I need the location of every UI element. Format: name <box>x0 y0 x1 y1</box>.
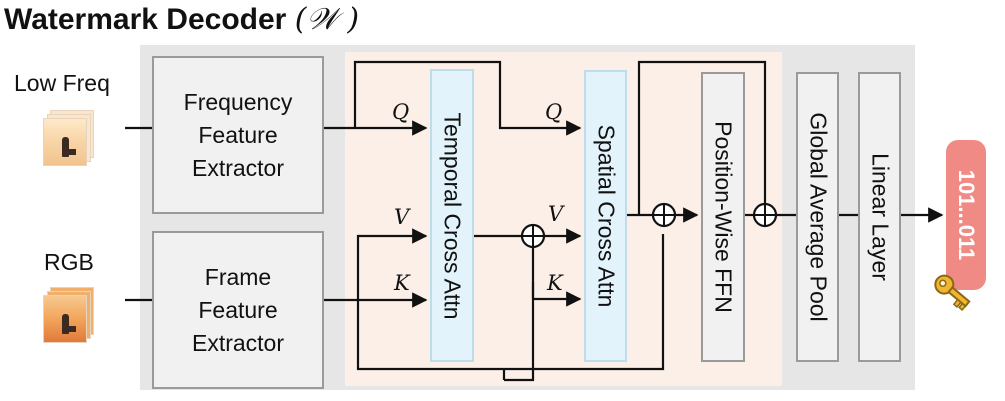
dog-silhouette-rgb-body <box>68 326 76 332</box>
low-freq-image <box>43 118 87 166</box>
rgb-image <box>43 295 87 343</box>
residual-line-ffn <box>356 234 665 371</box>
symbol-q-spatial: Q <box>545 100 562 124</box>
symbol-k-temporal: K <box>393 271 411 295</box>
dog-silhouette-rgb <box>62 314 69 334</box>
symbol-v-temporal: V <box>394 205 411 229</box>
dog-silhouette-body <box>68 149 76 155</box>
dog-silhouette <box>62 137 69 157</box>
output-watermark-bits: 101...011 <box>946 140 986 290</box>
output-bits-text: 101...011 <box>954 169 979 261</box>
spatial-cross-attn-block: Spatial Cross Attn <box>584 70 627 362</box>
linear-layer-block: Linear Layer <box>858 72 901 362</box>
frequency-extractor-label: Frequency Feature Extractor <box>183 88 293 181</box>
diagram-title: Watermark Decoder (𝒲 ) <box>4 2 359 37</box>
residual-line-temporal <box>504 247 535 382</box>
input-label-low-freq: Low Freq <box>14 70 110 96</box>
title-text: Watermark Decoder <box>4 3 287 36</box>
global-average-pool-block: Global Average Pool <box>796 72 839 362</box>
title-symbol: (𝒲 ) <box>294 2 360 37</box>
input-label-rgb: RGB <box>44 249 94 275</box>
symbol-k-spatial: K <box>546 271 564 295</box>
temporal-cross-attn-block: Temporal Cross Attn <box>430 69 474 362</box>
symbol-v-spatial: V <box>548 202 565 226</box>
temporal-v-arrow <box>356 228 428 300</box>
frequency-feature-extractor: Frequency Feature Extractor <box>152 56 324 214</box>
frame-extractor-label: Frame Feature Extractor <box>191 263 285 356</box>
symbol-q-temporal: Q <box>392 100 409 124</box>
residual-line-top <box>637 60 767 215</box>
position-wise-ffn-block: Position-Wise FFN <box>701 72 745 362</box>
frame-feature-extractor: Frame Feature Extractor <box>152 231 324 389</box>
spatial-q-arrow <box>353 60 582 136</box>
key-icon <box>934 274 971 312</box>
